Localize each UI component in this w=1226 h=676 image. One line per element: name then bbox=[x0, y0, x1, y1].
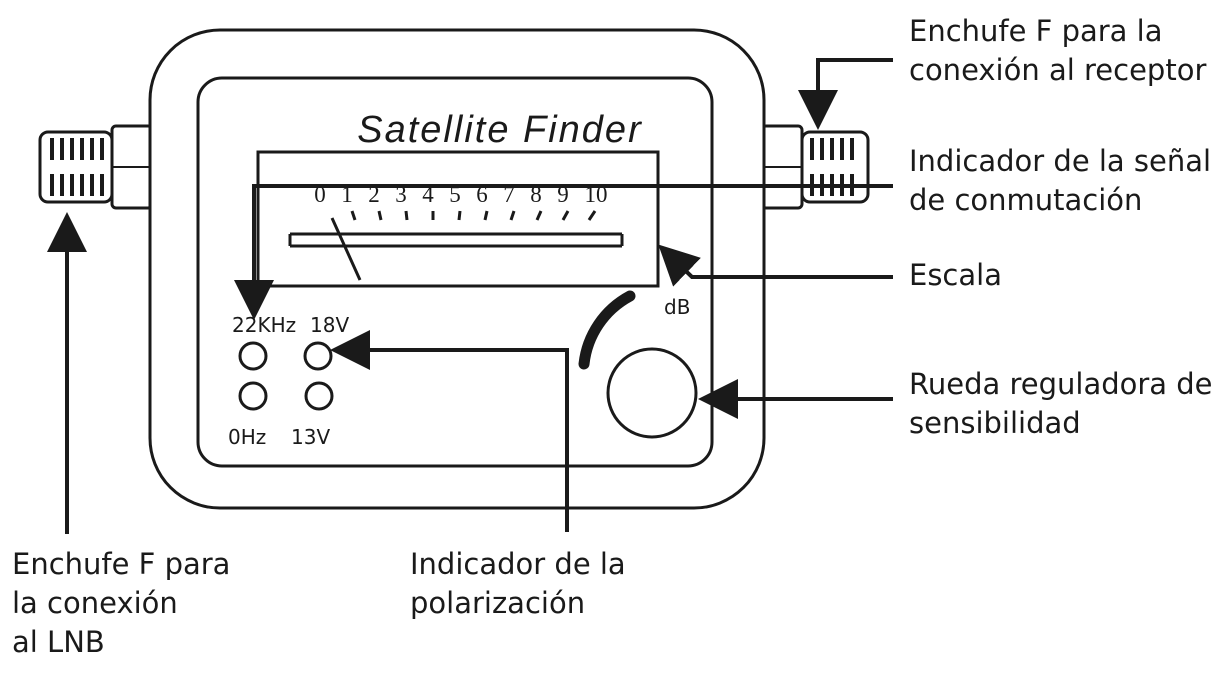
led-13v bbox=[304, 381, 334, 411]
led-label-18v: 18V bbox=[310, 313, 349, 337]
polarization-indicator-callout: Indicador de la polarización bbox=[410, 547, 626, 620]
scale-tick-marks bbox=[350, 210, 597, 221]
scale-tick-label: 2 bbox=[368, 182, 380, 207]
polarization-leader bbox=[330, 330, 569, 532]
lnb-connector bbox=[38, 124, 154, 210]
led-label-0hz: 0Hz bbox=[228, 425, 266, 449]
sensitivity-wheel bbox=[606, 347, 698, 439]
meter-needle bbox=[330, 217, 362, 281]
scale-tick-label: 8 bbox=[530, 182, 542, 207]
led-22khz bbox=[238, 341, 268, 371]
receiver-connector-callout: Enchufe F para la conexión al receptor bbox=[909, 14, 1207, 87]
scale-tick-label: 5 bbox=[449, 182, 461, 207]
scale-tick-label: 6 bbox=[476, 182, 488, 207]
brand-label: Satellite Finder bbox=[357, 109, 642, 151]
scale-tick-label: 1 bbox=[341, 182, 353, 207]
led-label-13v: 13V bbox=[291, 425, 330, 449]
switch-signal-indicator-callout: Indicador de la señal de conmutación bbox=[909, 144, 1212, 217]
db-label: dB bbox=[664, 295, 690, 319]
led-label-22khz: 22KHz bbox=[232, 313, 296, 337]
scale-tick-label: 9 bbox=[557, 182, 569, 207]
led-18v bbox=[303, 341, 333, 371]
receiver-connector bbox=[760, 124, 870, 210]
led-0hz bbox=[238, 381, 268, 411]
db-arc bbox=[578, 290, 636, 370]
scale-callout: Escala bbox=[909, 258, 1002, 292]
scale-tick-label: 4 bbox=[422, 182, 434, 207]
scale-tick-label: 10 bbox=[585, 182, 608, 207]
scale-leader bbox=[658, 244, 893, 287]
sensitivity-wheel-callout: Rueda reguladora de sensibilidad bbox=[909, 367, 1213, 440]
scale-tick-label: 7 bbox=[503, 182, 515, 207]
scale-tick-label: 0 bbox=[314, 182, 326, 207]
scale-tick-label: 3 bbox=[395, 182, 407, 207]
receiver-connector-leader bbox=[798, 58, 893, 130]
lnb-connector-callout: Enchufe F para la conexión al LNB bbox=[12, 547, 231, 659]
switch-signal-leader bbox=[234, 184, 893, 320]
scale-numbers: 0 1 2 3 4 5 6 7 8 9 10 bbox=[314, 182, 607, 207]
